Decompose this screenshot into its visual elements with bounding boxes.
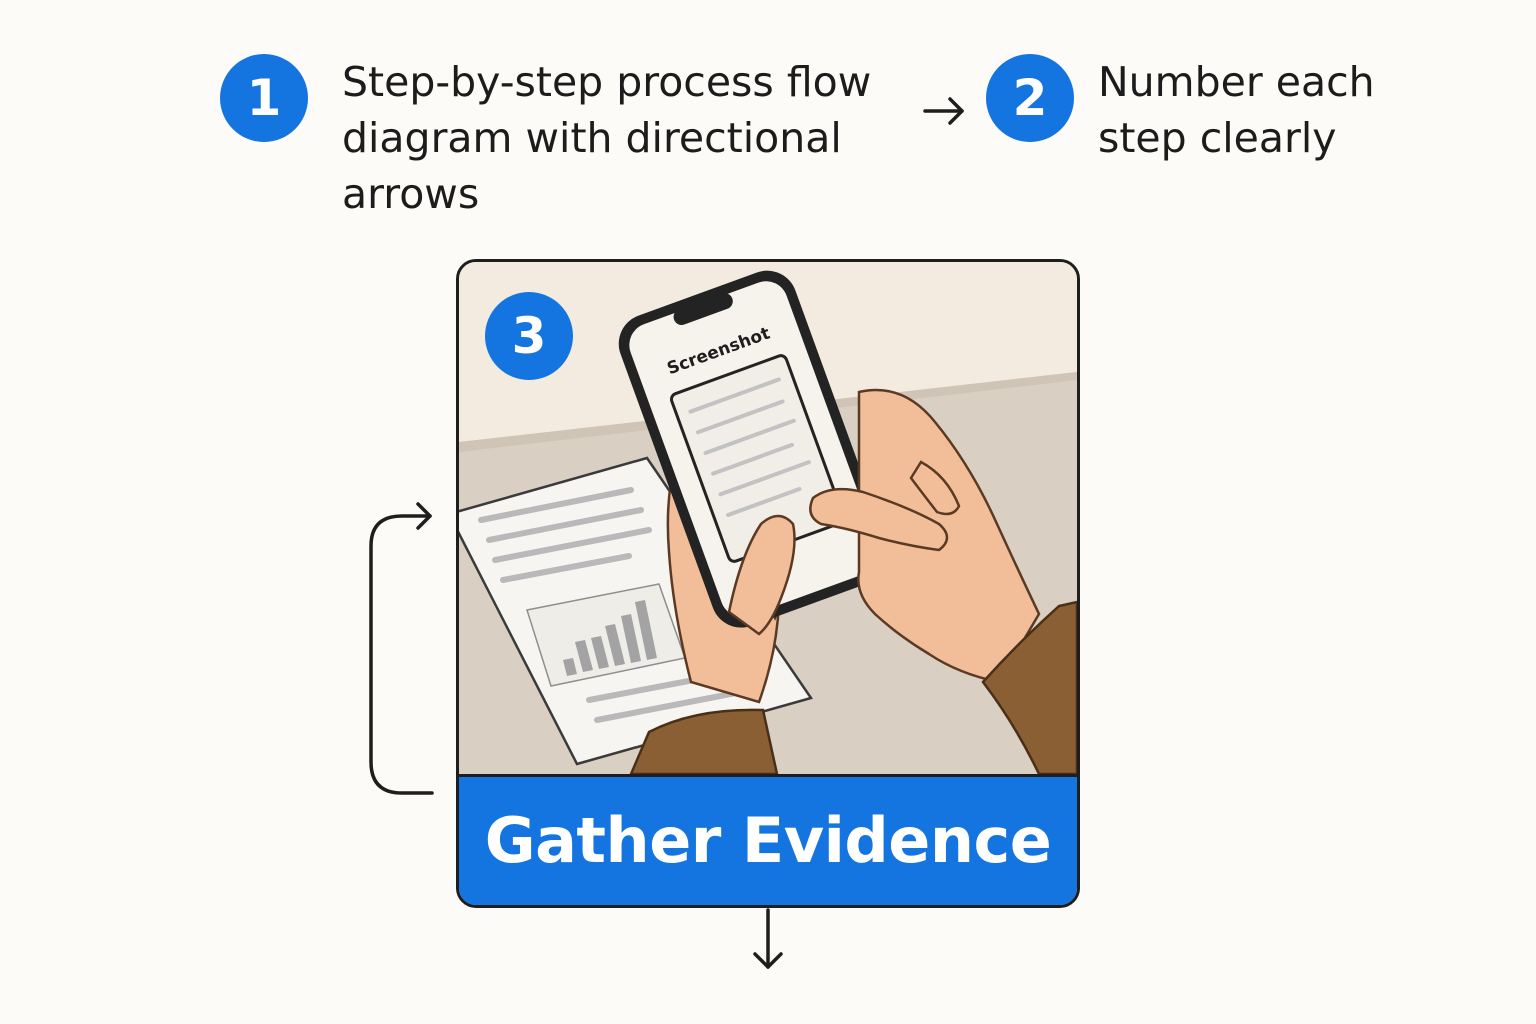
right-hand-icon bbox=[809, 388, 1041, 684]
step-3-card: Screenshot bbox=[456, 259, 1080, 908]
loop-back-arrow-icon bbox=[369, 502, 434, 795]
chart-thumbnail-icon bbox=[526, 583, 686, 687]
step-1-badge: 1 bbox=[220, 54, 308, 142]
step-1-text: Step-by-step process flow diagram with d… bbox=[342, 58, 872, 218]
arrow-down-icon bbox=[753, 908, 783, 969]
phone-icon: Screenshot bbox=[618, 270, 890, 628]
step-3-title: Gather Evidence bbox=[459, 774, 1077, 905]
sleeve-icon bbox=[629, 600, 1077, 774]
step-3-badge: 3 bbox=[485, 292, 573, 380]
step-2-badge: 2 bbox=[986, 54, 1074, 142]
step-2-text: Number each step clearly bbox=[1098, 58, 1375, 162]
